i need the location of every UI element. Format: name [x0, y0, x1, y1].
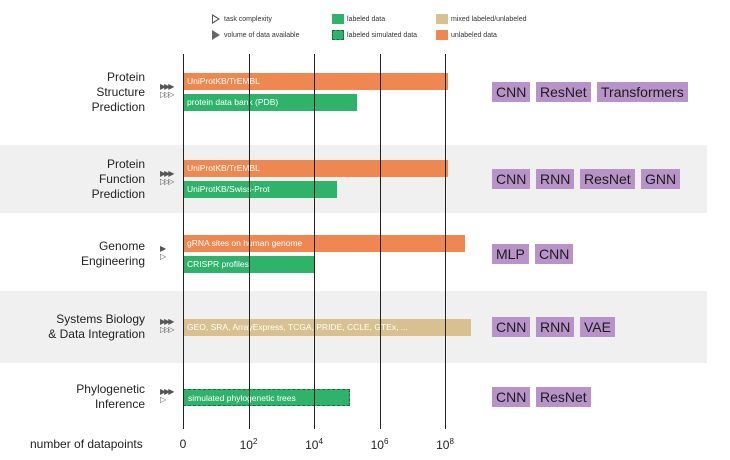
gridline	[379, 54, 381, 429]
complexity-volume-indicator: ▶▶▶▷▷▷	[160, 82, 175, 99]
task-complexity-icon: ▷	[160, 252, 166, 261]
model-tag: CNN	[492, 82, 531, 102]
labeled-simulated-swatch	[332, 30, 344, 40]
gridline	[445, 54, 446, 429]
row-label-line: Phylogenetic	[76, 382, 145, 396]
x-tick-label: 102	[239, 437, 258, 452]
model-tag: MLP	[492, 244, 529, 264]
labeled-swatch	[332, 14, 344, 24]
legend-label: volume of data available	[224, 31, 300, 39]
data-volume-icon: ▶▶▶	[160, 317, 175, 326]
unlabeled-swatch	[436, 30, 448, 40]
model-tag: Transformers	[597, 82, 688, 102]
data-volume-icon: ▶▶▶	[160, 169, 175, 178]
complexity-volume-indicator: ▶▶▶▷	[160, 387, 175, 404]
legend-label: task complexity	[224, 15, 272, 23]
data-bar: protein data bank (PDB)	[183, 94, 357, 111]
complexity-volume-indicator: ▶▶▶▷▷▷	[160, 169, 175, 186]
data-bar: UniProtKB/TrEMBL	[183, 160, 449, 177]
row-label-line: Protein	[106, 69, 145, 84]
row-label-line: Protein	[106, 156, 145, 171]
mixed-swatch	[436, 14, 448, 24]
legend-label: mixed labeled/unlabeled	[451, 15, 527, 23]
row-label-line: Engineering	[80, 254, 145, 268]
legend-label: labeled simulated data	[347, 31, 418, 39]
outline-triangle-icon	[212, 14, 220, 24]
model-tag: CNN	[492, 317, 531, 337]
model-tag: VAE	[580, 317, 615, 337]
gridline	[248, 54, 250, 429]
row-label-line: Prediction	[91, 186, 145, 201]
x-tick-label: 104	[305, 437, 323, 452]
model-tag: CNN	[535, 244, 574, 264]
model-tag: ResNet	[536, 82, 591, 102]
gridline	[314, 54, 315, 429]
x-tick-label: 106	[370, 437, 389, 452]
row-label-line: & Data Integration	[48, 327, 145, 341]
row-label-line: Prediction	[91, 99, 145, 114]
x-tick-label: 0	[179, 437, 187, 451]
task-complexity-icon: ▷	[160, 395, 166, 404]
gridline	[183, 54, 184, 429]
model-tag: CNN	[492, 169, 531, 189]
task-complexity-icon: ▷▷▷	[160, 325, 175, 334]
data-volume-icon: ▶▶▶	[160, 387, 175, 396]
data-volume-icon: ▶▶▶	[160, 82, 175, 91]
row-label-line: Structure	[96, 84, 145, 99]
data-bar: gRNA sites on human genome	[183, 235, 465, 252]
task-complexity-icon: ▷▷▷	[160, 90, 175, 99]
complexity-volume-indicator: ▶▷	[160, 244, 166, 261]
model-tag: RNN	[536, 169, 575, 189]
row-label-line: Inference	[94, 397, 145, 411]
legend-volume: volume of data available	[212, 30, 300, 40]
row-label-line: Systems Biology	[56, 312, 145, 326]
data-volume-icon: ▶	[160, 244, 166, 253]
filled-triangle-icon	[212, 30, 220, 40]
model-tag: ResNet	[536, 387, 591, 407]
complexity-volume-indicator: ▶▶▶▷▷▷	[160, 317, 175, 334]
legend-labeled-simulated: labeled simulated data	[332, 30, 417, 40]
x-axis-label: number of datapoints	[30, 437, 143, 451]
legend-label: labeled data	[347, 15, 386, 23]
legend-label: unlabeled data	[451, 31, 497, 39]
model-tag: GNN	[641, 169, 681, 189]
row-label: Systems Biology& Data Integration	[48, 312, 145, 342]
data-bar: GEO, SRA, ArrayExpress, TCGA, PRIDE, CCL…	[183, 319, 472, 336]
data-bar: UniProtKB/Swiss-Prot	[183, 181, 337, 198]
data-bar: UniProtKB/TrEMBL	[183, 73, 449, 90]
row-label-line: Function	[98, 171, 145, 186]
legend-task-complexity: task complexity	[212, 14, 272, 24]
legend-unlabeled: unlabeled data	[436, 30, 497, 40]
legend-labeled: labeled data	[332, 14, 385, 24]
model-tag: RNN	[536, 317, 575, 337]
model-tag: ResNet	[580, 169, 635, 189]
data-bar: simulated phylogenetic trees	[183, 389, 351, 406]
model-tag: CNN	[492, 387, 531, 407]
x-tick-label: 108	[436, 437, 454, 452]
row-label-line: Genome	[98, 239, 145, 253]
task-complexity-icon: ▷▷▷	[160, 177, 175, 186]
legend-mixed: mixed labeled/unlabeled	[436, 14, 527, 24]
